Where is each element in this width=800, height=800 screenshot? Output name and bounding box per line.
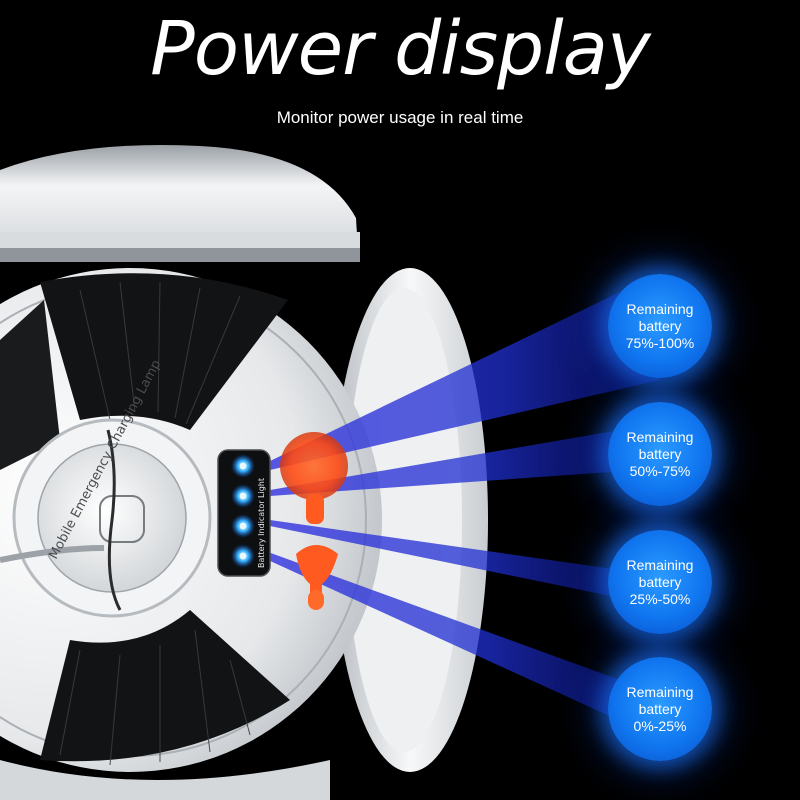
badge-range: 50%-75% — [629, 462, 691, 479]
badge-range: 0%-25% — [633, 717, 687, 734]
headline: Power display — [150, 6, 651, 92]
battery-badge-0-25: Remaining battery 0%-25% — [608, 657, 712, 761]
badge-line-1: Remaining — [626, 556, 694, 573]
badge-line-2: battery — [638, 445, 682, 462]
battery-badge-75-100: Remaining battery 75%-100% — [608, 274, 712, 378]
badge-range: 75%-100% — [625, 334, 695, 351]
badge-line-1: Remaining — [626, 300, 694, 317]
badge-line-2: battery — [638, 700, 682, 717]
badge-range: 25%-50% — [629, 590, 691, 607]
badge-line-1: Remaining — [626, 428, 694, 445]
battery-badge-25-50: Remaining battery 25%-50% — [608, 530, 712, 634]
indicator-panel-text: Battery Indicator Light — [257, 478, 266, 568]
badge-line-1: Remaining — [626, 683, 694, 700]
subline: Monitor power usage in real time — [276, 108, 524, 127]
battery-badge-50-75: Remaining battery 50%-75% — [608, 402, 712, 506]
badge-line-2: battery — [638, 317, 682, 334]
badge-line-2: battery — [638, 573, 682, 590]
